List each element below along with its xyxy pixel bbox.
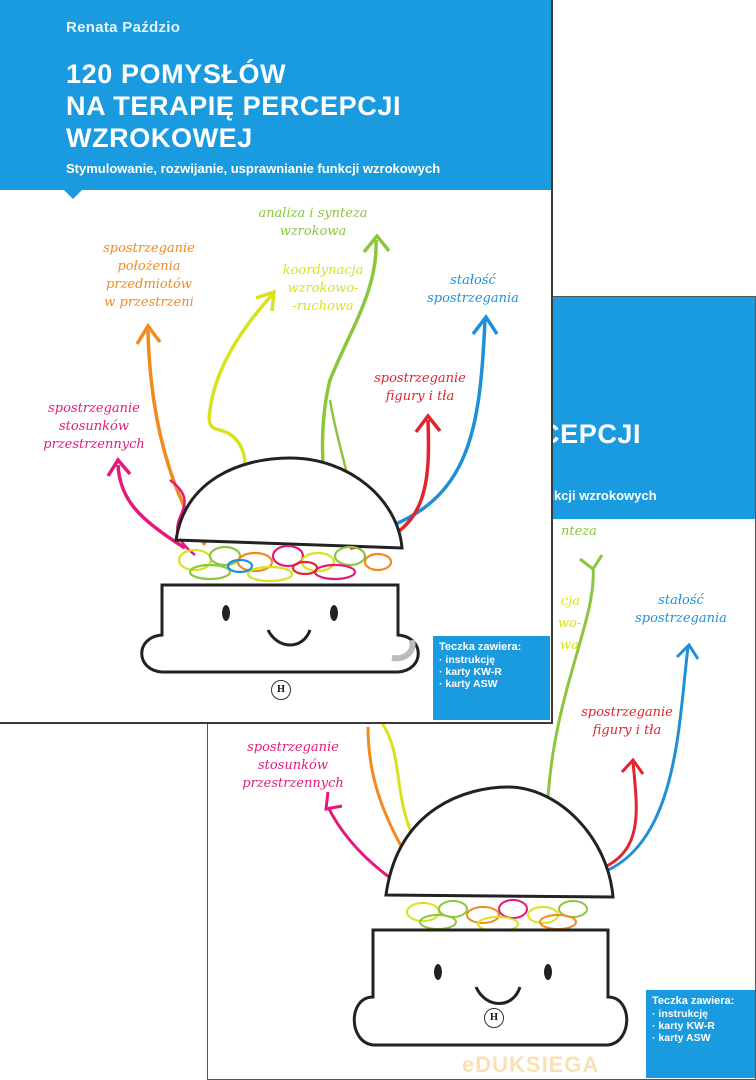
back-publisher-logo-icon: H [484, 1008, 504, 1028]
back-label-pink: spostrzeganie stosunków przestrzennych [242, 740, 344, 791]
back-label-yellow-fragment-2: wo- [558, 616, 582, 631]
back-contents-item-1: instrukcję [652, 1008, 751, 1020]
back-label-red: spostrzeganie figury i tła [581, 705, 673, 738]
label-pink: spostrzeganie stosunków przestrzennych [43, 401, 145, 452]
contents-heading: Teczka zawiera: [439, 641, 522, 653]
back-title-fragment: CEPCJI [540, 419, 642, 449]
book-title-line-3: WZROKOWEJ [66, 123, 253, 153]
back-label-yellow-fragment-3: wa [560, 638, 579, 653]
front-cover: Renata Paździo 120 POMYSŁÓW NA TERAPIĘ P… [0, 0, 553, 724]
book-title-line-2: NA TERAPIĘ PERCEPCJI [66, 91, 402, 121]
book-subtitle: Stymulowanie, rozwijanie, usprawnianie f… [66, 161, 441, 176]
label-yellow: koordynacja wzrokowo- -ruchowa [282, 263, 364, 314]
back-contents-item-2: karty KW-R [652, 1020, 751, 1032]
back-subtitle-fragment: nkcji wzrokowych [546, 488, 657, 503]
publisher-logo-icon: H [271, 680, 291, 700]
back-contents-item-3: karty ASW [652, 1032, 751, 1044]
back-illustration [324, 554, 700, 1047]
contents-item-2: karty KW-R [439, 666, 544, 678]
book-title-line-1: 120 POMYSŁÓW [66, 59, 287, 89]
contents-item-3: karty ASW [439, 678, 544, 690]
author-name: Renata Paździo [66, 19, 181, 36]
back-contents-heading: Teczka zawiera: [652, 995, 735, 1007]
back-label-blue: stałość spostrzegania [635, 593, 727, 626]
back-contents-box: Teczka zawiera: instrukcję karty KW-R ka… [646, 990, 755, 1078]
watermark: eDUKSIEGA [462, 1052, 600, 1077]
front-title-band [0, 0, 551, 190]
label-orange: spostrzeganie położenia przedmiotów w pr… [103, 241, 195, 310]
front-illustration [106, 233, 499, 674]
contents-item-1: instrukcję [439, 654, 544, 666]
contents-box: Teczka zawiera: instrukcję karty KW-R ka… [433, 636, 550, 720]
back-label-yellow-fragment-1: cja [561, 594, 581, 609]
label-blue: stałość spostrzegania [427, 273, 519, 306]
back-label-green-fragment: nteza [561, 524, 597, 539]
label-green: analiza i synteza wzrokowa [258, 206, 368, 239]
band-notch [64, 190, 82, 199]
book-title: 120 POMYSŁÓW NA TERAPIĘ PERCEPCJI WZROKO… [66, 58, 401, 154]
label-red: spostrzeganie figury i tła [374, 371, 466, 404]
